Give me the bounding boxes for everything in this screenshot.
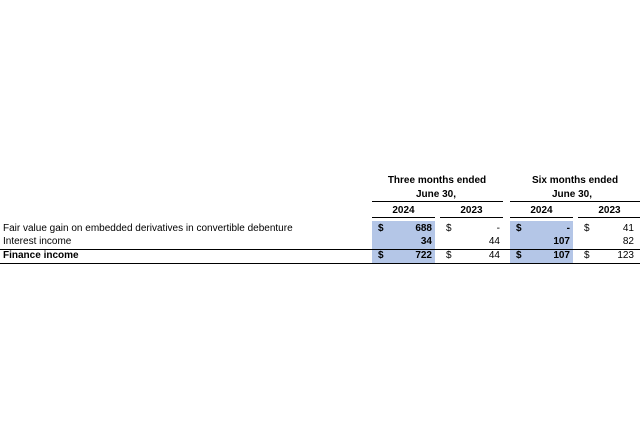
- currency-symbol: $: [446, 223, 452, 234]
- header-six-months-line1: Six months ended: [531, 175, 619, 186]
- currency-symbol: $: [378, 223, 384, 234]
- total-three-2023: 44: [488, 250, 500, 261]
- value-three-2023: -: [496, 223, 500, 234]
- total-six-2023: 123: [617, 250, 634, 261]
- value-six-2024: 107: [553, 236, 570, 247]
- total-three-2024: 722: [415, 250, 432, 261]
- currency-symbol: $: [516, 250, 522, 261]
- highlight-col-three-2024: [372, 221, 435, 263]
- header-six-months-line2: June 30,: [552, 189, 593, 200]
- year-underline-six-current: [510, 217, 573, 218]
- value-three-2023: 44: [488, 236, 500, 247]
- value-six-2024: -: [566, 223, 570, 234]
- year-header-three-prior: 2023: [460, 205, 483, 216]
- header-three-months-line1: Three months ended: [387, 175, 487, 186]
- year-underline-three-current: [372, 217, 435, 218]
- value-six-2023: 82: [622, 236, 634, 247]
- currency-symbol: $: [378, 250, 384, 261]
- total-six-2024: 107: [553, 250, 570, 261]
- year-underline-three-prior: [440, 217, 503, 218]
- row-label-fair-value-gain: Fair value gain on embedded derivatives …: [3, 223, 293, 234]
- year-header-six-current: 2024: [530, 205, 553, 216]
- value-three-2024: 688: [415, 223, 432, 234]
- year-header-three-current: 2024: [392, 205, 415, 216]
- currency-symbol: $: [516, 223, 522, 234]
- total-bottom-rule: [0, 263, 640, 264]
- total-top-rule: [0, 249, 640, 250]
- currency-symbol: $: [584, 250, 590, 261]
- year-header-six-prior: 2023: [598, 205, 621, 216]
- row-label-interest-income: Interest income: [3, 236, 72, 247]
- row-label-finance-income: Finance income: [3, 250, 79, 261]
- value-three-2024: 34: [420, 236, 432, 247]
- year-underline-six-prior: [578, 217, 640, 218]
- highlight-col-six-2024: [510, 221, 573, 263]
- currency-symbol: $: [584, 223, 590, 234]
- header-six-months-underline: [510, 201, 640, 202]
- currency-symbol: $: [446, 250, 452, 261]
- header-three-months-underline: [372, 201, 503, 202]
- header-three-months-line2: June 30,: [416, 189, 457, 200]
- value-six-2023: 41: [622, 223, 634, 234]
